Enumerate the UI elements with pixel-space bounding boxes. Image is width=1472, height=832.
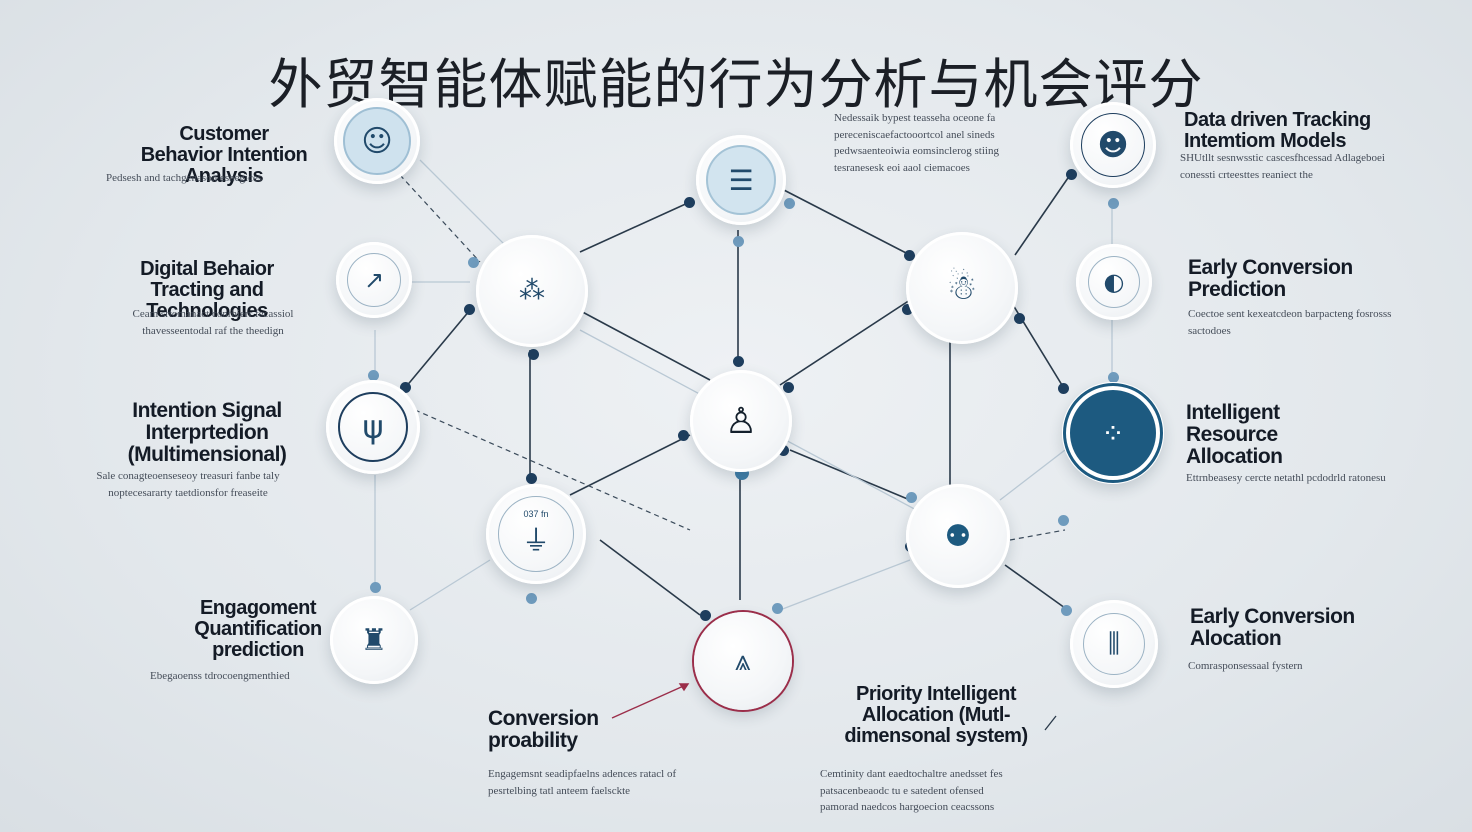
connector-dot bbox=[784, 198, 795, 209]
desc-intention-signal: Sale conagteoenseseoy treasuri fanbe tal… bbox=[96, 470, 280, 499]
desc-intelligent-resource: Ettrnbeasesy cercte netathl pcdodrld rat… bbox=[1186, 472, 1386, 484]
stack-icon: ☰ bbox=[728, 163, 754, 197]
connector-dot bbox=[468, 257, 479, 268]
connector-dot bbox=[906, 492, 917, 503]
connector-dot bbox=[400, 382, 411, 393]
node-lower-right-hub[interactable]: ⚉ bbox=[906, 484, 1010, 588]
hub-small-label: 037 fn bbox=[523, 509, 549, 519]
node-top-hub[interactable]: ☰ bbox=[696, 135, 786, 225]
connector-dot bbox=[526, 473, 537, 484]
node-engagement[interactable]: ♜ bbox=[330, 596, 418, 684]
page-title: 外贸智能体赋能的行为分析与机会评分 bbox=[268, 53, 1204, 116]
signal-path-icon: ↗ bbox=[363, 266, 385, 294]
agent-figure-icon: ♙ bbox=[724, 400, 758, 442]
label-priority-allocation: Priority Intelligent Allocation (Mutl-di… bbox=[844, 683, 1028, 747]
node-left-hub[interactable]: ⁂ bbox=[476, 235, 588, 347]
label-conversion-probability: Conversion proability bbox=[488, 707, 599, 753]
label-early-conversion-allocation: Early Conversion Alocation bbox=[1190, 605, 1355, 651]
connector-dot bbox=[1061, 605, 1072, 616]
connector-dot bbox=[733, 236, 744, 247]
connector-dot bbox=[1066, 169, 1077, 180]
desc-engagement: Ebegaoenss tdrocoengmenthied bbox=[150, 670, 290, 682]
label-intention-signal: Intention Signal Interprtedion (Multimen… bbox=[127, 399, 287, 467]
connector-dot bbox=[783, 382, 794, 393]
connector-dot bbox=[778, 445, 789, 456]
label-data-driven: Data driven Tracking Intemtiom Models bbox=[1184, 109, 1371, 152]
triangle-marker-icon: ⩓ bbox=[735, 644, 751, 677]
label-intelligent-resource: Intelligent Resource Allocation bbox=[1186, 401, 1283, 469]
connector-dot bbox=[528, 349, 539, 360]
cluster-icon: ⁂ bbox=[519, 276, 545, 306]
desc-early-conversion-prediction: Coectoe sent kexeatcdeon barpacteng fosr… bbox=[1188, 308, 1392, 337]
bottle-icon: ♜ bbox=[360, 622, 388, 658]
connector-dot bbox=[700, 610, 711, 621]
connector-dot bbox=[1058, 383, 1069, 394]
connector-dot bbox=[370, 582, 381, 593]
node-data-driven[interactable]: ☻ bbox=[1070, 102, 1156, 188]
node-customer-behavior[interactable]: ☺ bbox=[334, 98, 420, 184]
desc-center-hub: Nedessaik bypest teasseha oceone fa pere… bbox=[834, 112, 999, 174]
connector-dot bbox=[368, 370, 379, 381]
connector-dot bbox=[772, 603, 783, 614]
resource-icon: ⁘ bbox=[1101, 416, 1125, 450]
connector-dot bbox=[464, 304, 475, 315]
desc-conversion-probability: Engagemsnt seadipfaelns adences ratacl o… bbox=[488, 768, 677, 797]
connector-dot bbox=[733, 356, 744, 367]
chart-icon: ⫼ bbox=[1108, 628, 1120, 659]
desc-priority-allocation: Cemtinity dant eaedtochaltre anedsset fe… bbox=[820, 768, 1003, 813]
desc-early-conversion-allocation: Comrasponsessaal fystern bbox=[1188, 660, 1303, 672]
person-network-icon: ⚉ bbox=[944, 518, 972, 554]
desc-data-driven: SHUtllt sesnwsstic cascesfhcessad Adlage… bbox=[1180, 152, 1385, 181]
funnel-icon: ⏚ bbox=[521, 524, 550, 557]
label-digital-behavior: Digital Behaior Tracting and Technologie… bbox=[140, 258, 274, 322]
connector-dot bbox=[904, 250, 915, 261]
face-model-icon: ☻ bbox=[1097, 127, 1129, 163]
connector-dot bbox=[1058, 515, 1069, 526]
node-right-hub[interactable]: ☃ bbox=[906, 232, 1018, 344]
connector-dot bbox=[684, 197, 695, 208]
interpretation-icon: ψ bbox=[362, 408, 384, 446]
node-early-conversion-prediction[interactable]: ◐ bbox=[1076, 244, 1152, 320]
bulb-icon: ◐ bbox=[1103, 268, 1125, 296]
desc-digital-behavior: Ceam srtomanact conrhierr fecassiol thav… bbox=[132, 308, 294, 337]
connector-dot bbox=[1108, 198, 1119, 209]
node-digital-behavior[interactable]: ↗ bbox=[336, 242, 412, 318]
connector-dot bbox=[526, 593, 537, 604]
node-conversion[interactable]: ⩓ bbox=[694, 612, 792, 710]
label-customer-behavior: Customer Behavior Intention Analysis bbox=[140, 123, 308, 187]
desc-customer-behavior: Pedsesh and tachgenason esnegices bbox=[106, 172, 263, 184]
node-lower-left-hub[interactable]: 037 fn ⏚ bbox=[486, 484, 586, 584]
node-intelligent-resource[interactable]: ⁘ bbox=[1062, 382, 1164, 484]
connector-dot bbox=[1108, 372, 1119, 383]
label-engagement: Engagoment Quantification prediction bbox=[194, 597, 322, 661]
node-center-hub[interactable]: ♙ bbox=[690, 370, 792, 472]
connector-dot bbox=[902, 304, 913, 315]
analyst-figure-icon: ☃ bbox=[946, 268, 978, 308]
node-early-conversion-allocation[interactable]: ⫼ bbox=[1070, 600, 1158, 688]
label-early-conversion-prediction: Early Conversion Prediction bbox=[1188, 256, 1353, 302]
connector-dot bbox=[1014, 313, 1025, 324]
node-intention-signal[interactable]: ψ bbox=[326, 380, 420, 474]
connector-dot bbox=[678, 430, 689, 441]
person-bust-icon: ☺ bbox=[361, 123, 393, 159]
